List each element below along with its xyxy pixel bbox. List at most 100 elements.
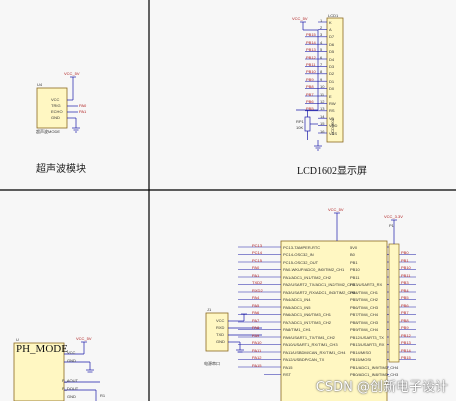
lcd-caption: LCD1602显示屏 xyxy=(297,166,367,177)
mcu-left-net-label: PA11 xyxy=(252,347,262,353)
mcu-right-net-label: PB12 xyxy=(401,332,411,338)
mcu-left-pin-name: PC14-OSC32_IN xyxy=(283,252,314,257)
mcu-right-pin-name: PB0/ADC1_IN8/TIM3_CH3 xyxy=(350,372,399,377)
mcu-left-net-label: RXD2 xyxy=(252,287,263,293)
mcu-right-pin-name: PB15/MOSI xyxy=(350,357,372,362)
lcd-pin-number: 9 xyxy=(320,76,323,82)
lcd-pin-number: 13 xyxy=(320,106,325,112)
mcu-right-pin-name: PB10 xyxy=(350,267,360,272)
ph-pin-3: P_AOUT xyxy=(62,378,79,383)
lcd-pin-number: 8 xyxy=(320,69,323,75)
mcu-right-net-label: PB3 xyxy=(401,280,409,285)
mcu-right-pin-name: PB14/MISO xyxy=(350,349,372,355)
lcd-pin-name: VDD xyxy=(329,123,338,129)
lcd-pin-number: 2 xyxy=(320,24,323,30)
mcu-left-pin-name: PC15-OSC32_OUT xyxy=(283,259,319,265)
mcu-left-net-label: TXD2 xyxy=(252,280,263,285)
mcu-right-net-label: PB14 xyxy=(401,347,411,353)
mcu-right-pin-name: PB8/TIM4_CH3 xyxy=(350,319,379,325)
mcu-right-net-label: PB7 xyxy=(401,310,409,315)
mcu-right-pin-name: PB11 xyxy=(350,274,360,280)
mcu-left-pin-name: PA4/ADC1_IN4 xyxy=(283,297,311,302)
lcd-net-label: PB15 xyxy=(306,32,316,38)
mcu-left-net-label: PA5 xyxy=(252,302,260,308)
mcu-right-net-label: PB0 xyxy=(401,250,409,255)
ultrasonic-caption: 超声波模块 xyxy=(36,164,86,175)
watermark: CSDN @创新电子设计 xyxy=(315,380,448,395)
lcd-contrast-pot[interactable] xyxy=(304,116,311,132)
mcu-right-pin-name: PB12/USART3_TX xyxy=(350,334,384,340)
mcu-right-pin-name: B0 xyxy=(350,252,355,257)
lcd-pin-number: 7 xyxy=(320,61,323,67)
lcd-pin-number: 14 xyxy=(320,113,325,119)
connector-j1-pin-1: VCC xyxy=(216,318,225,323)
lcd-part-ref: LCD1 xyxy=(328,13,339,18)
ph-pin-4: P_DOUT xyxy=(62,386,79,391)
ph-ref2: R1 xyxy=(100,393,106,398)
ultrasonic-part-ref: U4 xyxy=(37,82,43,87)
mcu-left-pin-name: PA7/ADC1_IN7/TIM3_CH2 xyxy=(283,319,331,325)
lcd-net-label: PB13 xyxy=(306,47,316,53)
mcu-right-pin-name: PB7/TIM4_CH4 xyxy=(350,312,379,317)
lcd-pin-name: D7 xyxy=(329,34,335,40)
connector-j1-pin-2: RXD xyxy=(216,325,225,330)
ph-part-body[interactable] xyxy=(13,342,65,401)
ph-pin-5: GND xyxy=(67,394,76,399)
header-p1-body[interactable] xyxy=(388,243,400,363)
connector-j1-name: 电源串口 xyxy=(204,361,220,366)
mcu-left-net-label: PA9 xyxy=(252,332,260,338)
mcu-header-ref: P1 xyxy=(389,223,394,228)
ultrasonic-net-pa0: PA0 xyxy=(79,103,87,108)
mcu-right-pin-name: PB3/USART3_RX xyxy=(350,282,383,287)
mcu-right-net-label: PB4 xyxy=(401,287,409,293)
mcu-left-net-label: PA7 xyxy=(252,317,260,323)
lcd-pin-number: 15 xyxy=(320,121,325,127)
mcu-right-pin-name: PB1 xyxy=(350,259,358,265)
mcu-left-pin-name: PA3/USART2_RX/ADC1_IN3/TIM2_CH4 xyxy=(283,289,356,295)
ultrasonic-net-pa1: PA1 xyxy=(79,109,87,114)
lcd-part-name: LCD1602 xyxy=(330,118,335,135)
ultrasonic-part-name: 超声波MODE xyxy=(36,129,60,134)
lcd-pin-name: V0 xyxy=(329,115,334,121)
mcu-left-pin-name: PA12/USBDP/CAN_TX xyxy=(283,357,325,362)
lcd-pin-number: 12 xyxy=(320,98,325,104)
lcd-net-label: PB6 xyxy=(306,98,314,104)
mcu-right-pin-name: PB4/TIM4_CH1 xyxy=(350,289,379,295)
connector-j1-body[interactable] xyxy=(205,312,229,352)
lcd-net-label: PB9 xyxy=(306,76,314,82)
lcd-pin-name: RW xyxy=(329,100,336,106)
ultrasonic-pin-3: ECHO xyxy=(51,109,63,114)
lcd-pin-name: A xyxy=(329,26,332,32)
lcd-pin-name: D2 xyxy=(329,71,335,77)
lcd-pin-name: D3 xyxy=(329,63,335,69)
lcd-pin-name: D4 xyxy=(329,56,335,62)
mcu-left-pin-name: PA2/USART2_TX/ADC1_IN2/TIM2_CH3 xyxy=(283,282,356,287)
ph-part-ref: U xyxy=(16,337,19,342)
ultrasonic-part-body[interactable] xyxy=(36,87,68,129)
lcd-net-label: PB5 xyxy=(306,106,314,112)
mcu-right-net-label: PB13 xyxy=(401,340,411,345)
lcd-pin-number: 11 xyxy=(320,91,325,97)
ph-caption: PH_MODE xyxy=(16,343,68,355)
lcd-pin-number: 1 xyxy=(320,17,323,23)
mcu-left-pin-name: PA10/USART1_RX/TIM1_CH3 xyxy=(283,342,338,347)
lcd-vcc-net: VCC_5V xyxy=(292,16,308,21)
mcu-left-pin-name: PA8/TIM1_CH1 xyxy=(283,327,311,332)
lcd-net-label: PB7 xyxy=(306,91,314,97)
lcd-panel xyxy=(296,17,344,151)
mcu-left-net-label: PA15 xyxy=(252,362,262,368)
mcu-left-net-label: PC15 xyxy=(252,257,263,263)
lcd-pin-name: E xyxy=(329,93,332,99)
connector-j1-pin-3: TXD xyxy=(216,332,224,337)
mcu-right-net-label: PB1 xyxy=(401,257,409,263)
mcu-header-net: VCC_3.3V xyxy=(384,214,403,219)
lcd-part-body[interactable] xyxy=(326,17,344,143)
mcu-left-pin-name: RST xyxy=(283,372,291,377)
mcu-left-net-label: PA4 xyxy=(252,295,260,300)
connector-j1-ref: J1 xyxy=(207,307,212,312)
lcd-pot-value: 10K xyxy=(296,125,304,130)
ultrasonic-pin-4: GND xyxy=(51,115,60,120)
mcu-right-net-label: PB15 xyxy=(401,355,411,360)
mcu-right-net-label: PB8 xyxy=(401,317,409,323)
